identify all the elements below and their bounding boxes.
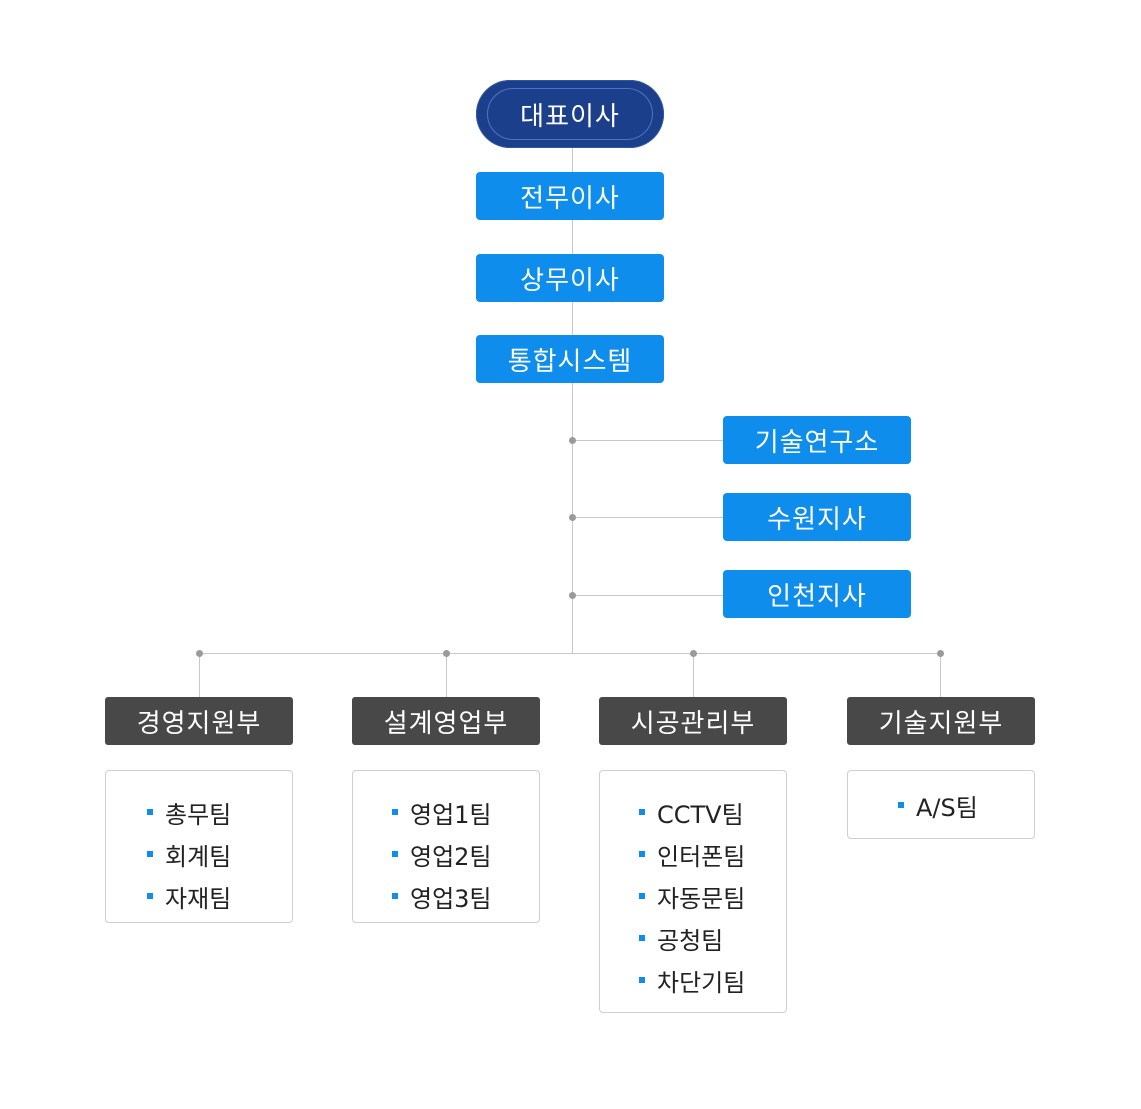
bullet-icon [639, 977, 645, 983]
department-bus-line [199, 653, 941, 654]
main-trunk-line [572, 148, 573, 654]
bullet-icon [392, 893, 398, 899]
team-label: 인터폰팀 [657, 842, 746, 871]
team-label: 영업2팀 [410, 842, 492, 871]
team-item: 자재팀 [147, 875, 292, 917]
department-drop-line [940, 653, 941, 697]
team-label: 공청팀 [657, 926, 724, 955]
team-label: 차단기팀 [657, 968, 746, 997]
suwon-branch-label: 수원지사 [767, 504, 867, 535]
junction-dot [569, 437, 576, 444]
incheon-branch-box: 인천지사 [723, 570, 911, 618]
department-label: 설계영업부 [383, 708, 509, 739]
ceo-inner-ring [487, 88, 653, 140]
research-institute-label: 기술연구소 [754, 427, 880, 458]
department-label: 기술지원부 [878, 708, 1004, 739]
bullet-icon [392, 809, 398, 815]
bullet-icon [147, 851, 153, 857]
team-item: 영업3팀 [392, 875, 539, 917]
integrated-system-label: 통합시스템 [507, 346, 633, 377]
department-box-management-support: 경영지원부 [105, 697, 293, 745]
bullet-icon [147, 809, 153, 815]
team-label: 영업3팀 [410, 884, 492, 913]
team-label: 자동문팀 [657, 884, 746, 913]
team-item: 총무팀 [147, 791, 292, 833]
team-label: 영업1팀 [410, 800, 492, 829]
ceo-box: 대표이사 [476, 80, 664, 148]
team-label: CCTV팀 [657, 800, 744, 829]
junction-dot [196, 650, 203, 657]
team-item: 영업1팀 [392, 791, 539, 833]
team-item: 공청팀 [639, 917, 786, 959]
department-drop-line [693, 653, 694, 697]
branch-connector-line [573, 440, 723, 441]
junction-dot [569, 514, 576, 521]
integrated-system-box: 통합시스템 [476, 335, 664, 383]
branch-connector-line [573, 517, 723, 518]
bullet-icon [639, 893, 645, 899]
bullet-icon [639, 935, 645, 941]
junction-dot [443, 650, 450, 657]
executive-vice-president-box: 전무이사 [476, 172, 664, 220]
bullet-icon [898, 802, 904, 808]
team-item: A/S팀 [898, 784, 1034, 826]
junction-dot [569, 592, 576, 599]
junction-dot [690, 650, 697, 657]
team-item: 자동문팀 [639, 875, 786, 917]
team-item: 인터폰팀 [639, 833, 786, 875]
team-list-technical-support: A/S팀 [847, 770, 1035, 839]
executive-vice-president-label: 전무이사 [520, 183, 620, 214]
managing-director-box: 상무이사 [476, 254, 664, 302]
team-list-design-sales: 영업1팀 영업2팀 영업3팀 [352, 770, 540, 923]
department-label: 시공관리부 [630, 708, 756, 739]
team-item: CCTV팀 [639, 791, 786, 833]
bullet-icon [392, 851, 398, 857]
department-label: 경영지원부 [136, 708, 262, 739]
team-list-management-support: 총무팀 회계팀 자재팀 [105, 770, 293, 923]
suwon-branch-box: 수원지사 [723, 493, 911, 541]
team-list-construction-management: CCTV팀 인터폰팀 자동문팀 공청팀 차단기팀 [599, 770, 787, 1013]
managing-director-label: 상무이사 [520, 265, 620, 296]
team-item: 회계팀 [147, 833, 292, 875]
department-box-technical-support: 기술지원부 [847, 697, 1035, 745]
department-drop-line [199, 653, 200, 697]
team-label: A/S팀 [916, 793, 978, 822]
ceo-label: 대표이사 [520, 101, 620, 132]
team-label: 회계팀 [165, 842, 232, 871]
bullet-icon [639, 851, 645, 857]
team-item: 영업2팀 [392, 833, 539, 875]
bullet-icon [147, 893, 153, 899]
bullet-icon [639, 809, 645, 815]
team-label: 총무팀 [165, 800, 232, 829]
department-drop-line [446, 653, 447, 697]
department-box-construction-management: 시공관리부 [599, 697, 787, 745]
branch-connector-line [573, 595, 723, 596]
research-institute-box: 기술연구소 [723, 416, 911, 464]
incheon-branch-label: 인천지사 [767, 581, 867, 612]
team-label: 자재팀 [165, 884, 232, 913]
team-item: 차단기팀 [639, 959, 786, 1001]
junction-dot [937, 650, 944, 657]
department-box-design-sales: 설계영업부 [352, 697, 540, 745]
